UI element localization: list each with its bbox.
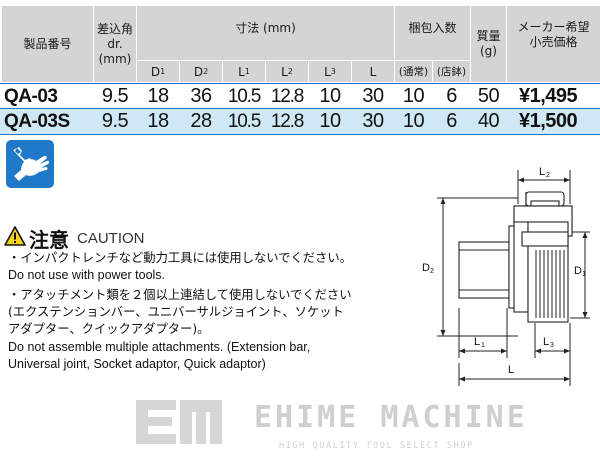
cell-drive: 9.5 <box>101 85 129 107</box>
header-packing-label: 梱包入数 <box>408 21 457 35</box>
sub-divider <box>265 61 266 82</box>
header-drive: 差込角 dr. (mm) <box>94 6 136 82</box>
svg-text:1: 1 <box>481 342 485 349</box>
cell-drive: 9.5 <box>101 110 129 132</box>
subheader-l: L <box>369 64 377 79</box>
sub-divider <box>222 61 223 82</box>
cell-pack-normal: 10 <box>402 110 425 132</box>
sub-divider <box>179 61 180 82</box>
caution-line: ・アタッチメント類を２個以上連結して使用しないでください <box>8 288 352 302</box>
caution-line: ・インパクトレンチなど動力工具には使用しないでください。 <box>8 251 352 265</box>
watermark-subtitle: HIGH QUALITY TOOL SELECT SHOP <box>279 441 474 451</box>
caution-line: (エクステンションバー、ユニバーサルジョイント、ソケット <box>8 305 344 319</box>
cell-mass: 50 <box>477 85 500 107</box>
cell-l2: 12.8 <box>270 85 304 107</box>
cell-model: QA-03 <box>4 85 58 107</box>
svg-text:2: 2 <box>546 172 550 179</box>
header-product-no: 製品番号 <box>2 6 93 82</box>
header-drive-line1: 差込角 <box>96 21 133 36</box>
header-price-line2: 小売価格 <box>529 35 578 49</box>
table-row: QA-03S 9.5 18 28 10.5 12.8 10 30 10 6 40… <box>0 109 600 134</box>
cell-l3: 10 <box>319 110 341 132</box>
warning-triangle-icon <box>4 226 26 250</box>
caution-line: Do not use with power tools. <box>8 268 166 282</box>
subheader-pack-normal: (通常) <box>398 66 429 78</box>
caution-line: Do not assemble multiple attachments. (E… <box>8 340 311 354</box>
diagram-label-l: L <box>508 364 514 376</box>
cell-d1: 18 <box>147 110 169 132</box>
cell-d2: 36 <box>190 85 212 107</box>
cell-price: ¥1,495 <box>519 85 578 107</box>
caution-heading: 注意 CAUTION <box>4 225 145 252</box>
caution-line: アダプター、クイックアダプター)。 <box>8 322 210 336</box>
cell-price: ¥1,500 <box>519 110 578 132</box>
sub-divider <box>351 61 352 82</box>
cell-l2: 12.8 <box>270 110 304 132</box>
watermark-title: EHIME MACHINE <box>254 400 528 435</box>
header-mass: 質量 (g) <box>471 6 506 82</box>
diagram-label-l3: L <box>543 336 549 348</box>
sub-divider <box>308 61 309 82</box>
svg-text:2: 2 <box>430 268 434 275</box>
cell-d2: 28 <box>190 110 212 132</box>
cell-pack-store: 6 <box>446 85 457 107</box>
cell-model: QA-03S <box>4 110 70 132</box>
header-price-line1: メーカー希望 <box>517 20 590 34</box>
dimension-diagram: L 2 D 2 D 1 L 1 L 3 L <box>410 158 600 388</box>
caution-title-en: CAUTION <box>77 229 145 247</box>
caution-line: Universal joint, Socket adaptor, Quick a… <box>8 357 266 371</box>
cell-l: 30 <box>362 85 384 107</box>
svg-text:3: 3 <box>550 342 554 349</box>
em-logo-icon <box>134 398 224 450</box>
cell-pack-store: 6 <box>446 110 457 132</box>
table-rule <box>0 134 600 135</box>
sub-divider <box>432 61 433 82</box>
table-row: QA-03 9.5 18 36 10.5 12.8 10 30 10 6 50 … <box>0 84 600 109</box>
cell-l3: 10 <box>319 85 341 107</box>
cell-d1: 18 <box>147 85 169 107</box>
cell-l: 30 <box>362 110 384 132</box>
header-drive-line3: (mm) <box>98 51 132 66</box>
caution-title: 注意 <box>29 227 69 252</box>
header-dimensions-label: 寸法 (mm) <box>235 21 296 35</box>
cell-pack-normal: 10 <box>402 85 425 107</box>
spec-table: 製品番号 差込角 dr. (mm) 寸法 (mm) 梱包入数 質量 (g) メー… <box>0 0 600 135</box>
hand-wrench-icon <box>6 140 54 188</box>
header-price: メーカー希望 小売価格 <box>507 6 600 82</box>
table-rule <box>0 83 600 84</box>
diagram-label-l1: L <box>474 336 480 348</box>
table-rule <box>0 108 600 109</box>
header-product-no-label: 製品番号 <box>23 36 72 51</box>
header-divider <box>137 60 470 61</box>
header-mass-line2: (g) <box>480 44 497 58</box>
cell-l1: 10.5 <box>227 85 261 107</box>
header-drive-line2: dr. <box>107 36 123 51</box>
diagram-label-d1: D <box>574 265 582 277</box>
svg-text:1: 1 <box>582 271 586 278</box>
watermark: EHIME MACHINE HIGH QUALITY TOOL SELECT S… <box>134 398 525 458</box>
diagram-label-d2: D <box>422 262 430 274</box>
header-mass-line1: 質量 <box>476 29 501 43</box>
diagram-label-l2: L <box>539 166 545 178</box>
cell-l1: 10.5 <box>227 110 261 132</box>
subheader-pack-store: (店鉢) <box>436 66 467 78</box>
cell-mass: 40 <box>477 110 500 132</box>
